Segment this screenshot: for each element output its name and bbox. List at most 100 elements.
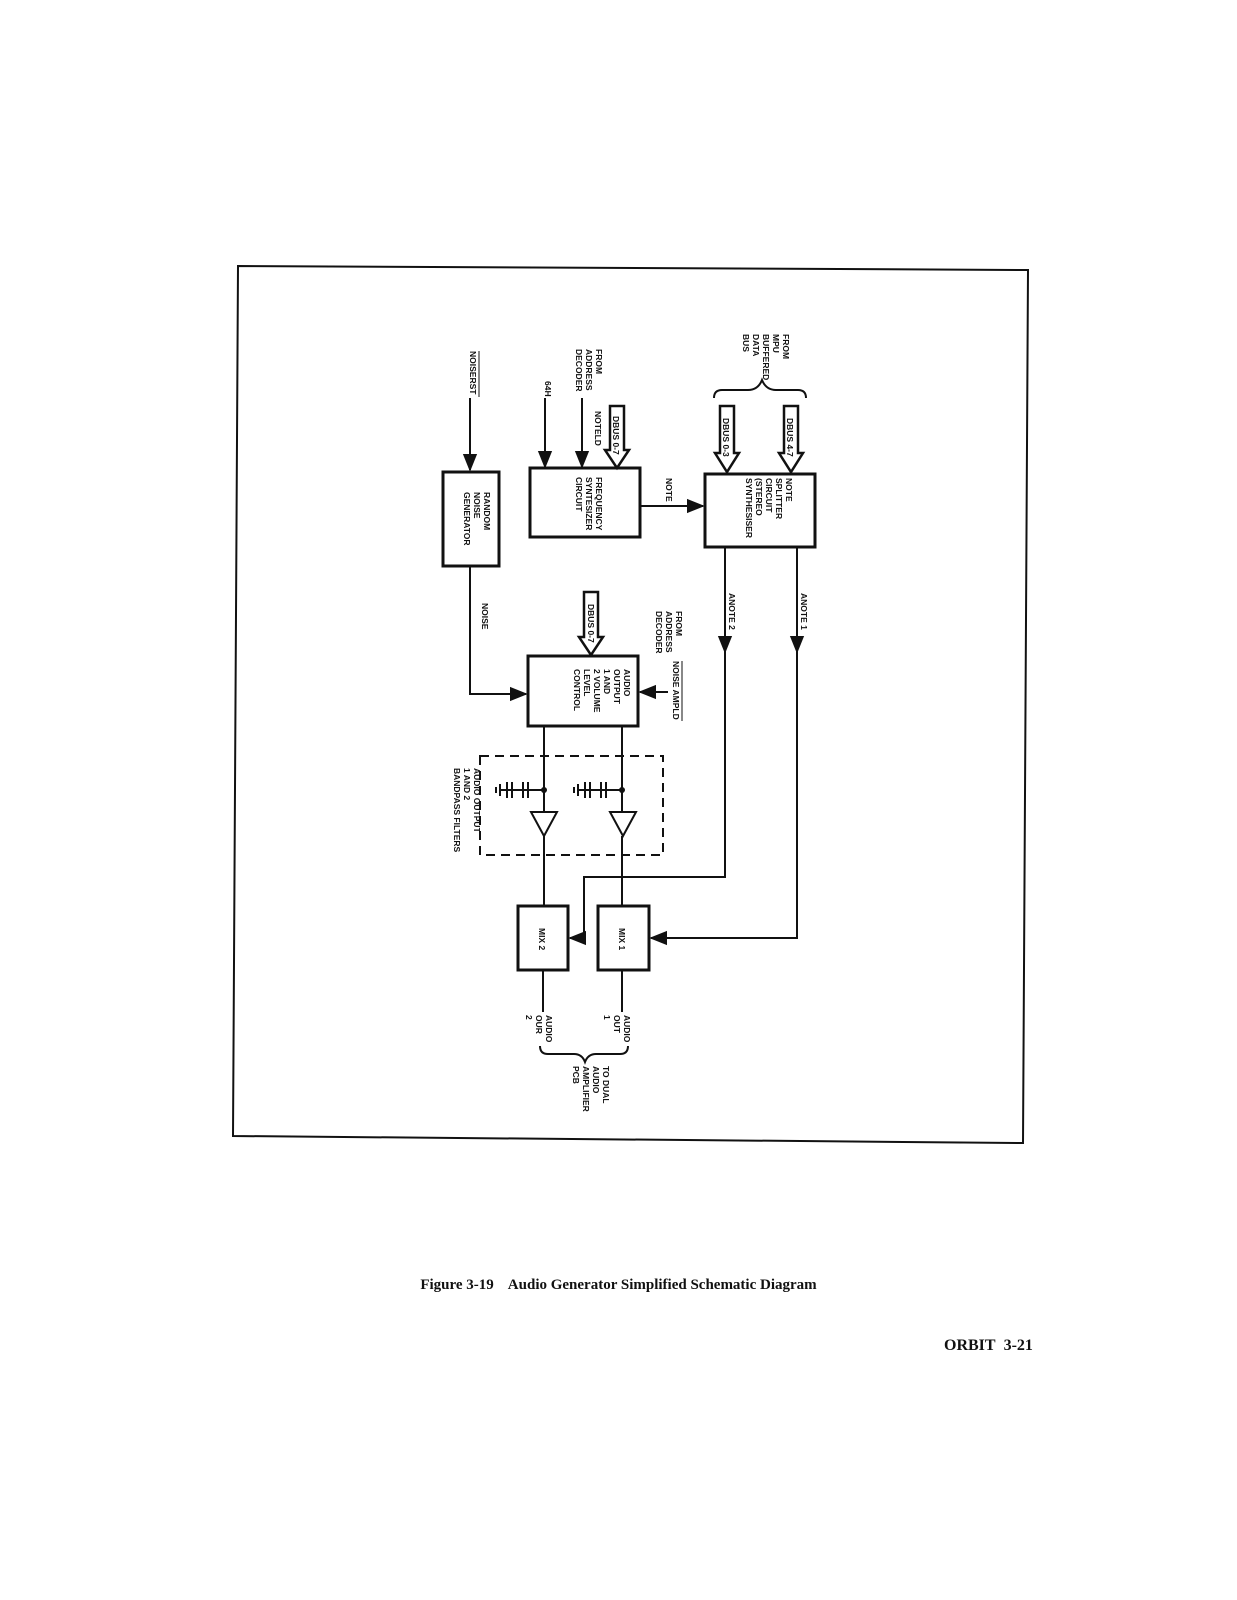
svg-text:NOTE: NOTE <box>664 478 674 502</box>
noteld-label: NOTELD <box>593 411 603 446</box>
svg-text:FROM: FROM <box>781 334 791 359</box>
note-label: NOTE <box>664 478 674 502</box>
frequency-synthesizer-label: FREQUENCY SYNTESIZER CIRCUIT <box>574 477 604 531</box>
svg-text:NOTE: NOTE <box>784 478 794 502</box>
svg-text:DBUS 0-7: DBUS 0-7 <box>586 604 596 643</box>
svg-text:2: 2 <box>524 1015 534 1020</box>
filter1-amplifier-icon <box>608 811 638 839</box>
svg-text:ANOTE 1: ANOTE 1 <box>799 593 809 630</box>
svg-text:OUR: OUR <box>534 1015 544 1034</box>
svg-text:1: 1 <box>602 1015 612 1020</box>
svg-text:FROM: FROM <box>594 349 604 374</box>
svg-text:MPU: MPU <box>771 334 781 353</box>
from-address-decoder-top-label: FROM ADDRESS DECODER <box>574 349 604 392</box>
filter2-amplifier-icon <box>529 811 559 839</box>
noise-line <box>469 566 528 702</box>
anote2-label: ANOTE 2 <box>727 593 737 630</box>
figure-caption: Figure 3-19 Audio Generator Simplified Sc… <box>0 1277 1237 1294</box>
random-noise-generator-label: RANDOM NOISE GENERATOR <box>462 492 492 546</box>
svg-text:AUDIO: AUDIO <box>591 1066 601 1094</box>
note-splitter-label: NOTE SPLITTER CIRCUIT (STEREO SYNTHESISE… <box>744 478 794 538</box>
figure-number: Figure 3-19 <box>420 1277 494 1293</box>
svg-text:SYNTHESISER: SYNTHESISER <box>744 478 754 538</box>
bandpass-filter-group <box>479 755 664 856</box>
svg-text:SYNTESIZER: SYNTESIZER <box>584 477 594 530</box>
svg-text:BUS: BUS <box>741 334 751 352</box>
svg-text:RANDOM: RANDOM <box>482 492 492 530</box>
filter2-capacitors <box>495 782 544 798</box>
svg-text:NOISE AMPLD: NOISE AMPLD <box>671 661 681 720</box>
figure-frame <box>231 264 1030 1145</box>
figure-title: Audio Generator Simplified Schematic Dia… <box>507 1277 817 1293</box>
svg-text:64H: 64H <box>543 381 553 397</box>
svg-text:CIRCUIT: CIRCUIT <box>764 478 774 513</box>
svg-text:1 AND 2: 1 AND 2 <box>462 768 472 801</box>
svg-text:MIX 2: MIX 2 <box>537 928 547 950</box>
svg-text:LEVEL: LEVEL <box>582 669 592 696</box>
from-mpu-label: FROM MPU BUFFERED DATA BUS <box>741 334 791 380</box>
svg-text:OUT: OUT <box>612 1015 622 1034</box>
anote1-line <box>649 547 798 946</box>
svg-text:PCB: PCB <box>571 1066 581 1084</box>
dbus47-bus-arrow <box>776 404 806 475</box>
svg-text:ADDRESS: ADDRESS <box>584 349 594 391</box>
svg-text:NOTELD: NOTELD <box>593 411 603 446</box>
svg-text:BANDPASS FILTERS: BANDPASS FILTERS <box>452 768 462 853</box>
svg-text:NOISE: NOISE <box>472 492 482 519</box>
svg-text:DBUS 0-7: DBUS 0-7 <box>611 416 621 455</box>
svg-text:DBUS 4-7: DBUS 4-7 <box>785 418 795 457</box>
dbus03-label: DBUS 0-3 <box>721 418 731 457</box>
svg-text:AUDIO OUTPUT: AUDIO OUTPUT <box>472 768 482 834</box>
svg-text:AMPLIFIER: AMPLIFIER <box>581 1066 591 1112</box>
svg-text:SPLITTER: SPLITTER <box>774 478 784 519</box>
filter1-capacitors <box>573 782 622 798</box>
svg-text:NOISERST: NOISERST <box>468 351 478 395</box>
audio-out-1-label: AUDIO OUT 1 <box>602 1015 632 1043</box>
svg-text:2 VOLUME: 2 VOLUME <box>592 669 602 713</box>
svg-text:NOISE: NOISE <box>480 603 490 630</box>
svg-text:TO DUAL: TO DUAL <box>601 1066 611 1104</box>
audio-out-2-label: AUDIO OUR 2 <box>524 1015 554 1043</box>
svg-text:FROM: FROM <box>674 611 684 636</box>
svg-text:BUFFERED: BUFFERED <box>761 334 771 380</box>
svg-text:(STEREO: (STEREO <box>754 478 764 516</box>
svg-text:AUDIO: AUDIO <box>622 1015 632 1043</box>
svg-text:ANOTE 2: ANOTE 2 <box>727 593 737 630</box>
svg-text:1 AND: 1 AND <box>602 669 612 694</box>
note-splitter-block <box>703 472 817 549</box>
bandpass-filters-label: AUDIO OUTPUT 1 AND 2 BANDPASS FILTERS <box>452 768 482 853</box>
svg-text:CONTROL: CONTROL <box>572 669 582 711</box>
svg-text:MIX 1: MIX 1 <box>617 928 627 950</box>
mix2-label: MIX 2 <box>537 928 547 950</box>
page-number: 3-21 <box>1003 1337 1033 1354</box>
footer-title: ORBIT <box>944 1337 996 1354</box>
from-address-decoder-mid-label: FROM ADDRESS DECODER <box>654 611 684 654</box>
page-footer: ORBIT 3-21 <box>944 1337 1033 1355</box>
dbus07-mid-bus-arrow <box>576 590 606 658</box>
mix1-block <box>596 904 651 972</box>
dbus07-mid-label: DBUS 0-7 <box>586 604 596 643</box>
svg-text:OUTPUT: OUTPUT <box>612 669 622 705</box>
svg-text:DECODER: DECODER <box>654 611 664 654</box>
dbus03-bus-arrow <box>712 404 742 475</box>
dbus47-label: DBUS 4-7 <box>785 418 795 457</box>
svg-text:DATA: DATA <box>751 334 761 356</box>
svg-text:CIRCUIT: CIRCUIT <box>574 477 584 512</box>
h64-label: 64H <box>543 381 553 397</box>
mpu-bus-brace <box>713 377 807 399</box>
noise-ampld-label: NOISE AMPLD <box>671 661 683 721</box>
output-brace <box>539 1045 629 1065</box>
dbus07-top-bus-arrow <box>602 404 632 471</box>
svg-text:GENERATOR: GENERATOR <box>462 492 472 546</box>
svg-text:FREQUENCY: FREQUENCY <box>594 477 604 531</box>
svg-text:DECODER: DECODER <box>574 349 584 392</box>
anote1-label: ANOTE 1 <box>799 593 809 630</box>
svg-text:ADDRESS: ADDRESS <box>664 611 674 653</box>
mix1-label: MIX 1 <box>617 928 627 950</box>
dbus07-top-label: DBUS 0-7 <box>611 416 621 455</box>
anote2-line <box>568 547 726 946</box>
audio-output-control-block <box>526 654 640 728</box>
noise-label: NOISE <box>480 603 490 630</box>
svg-text:AUDIO: AUDIO <box>622 669 632 697</box>
